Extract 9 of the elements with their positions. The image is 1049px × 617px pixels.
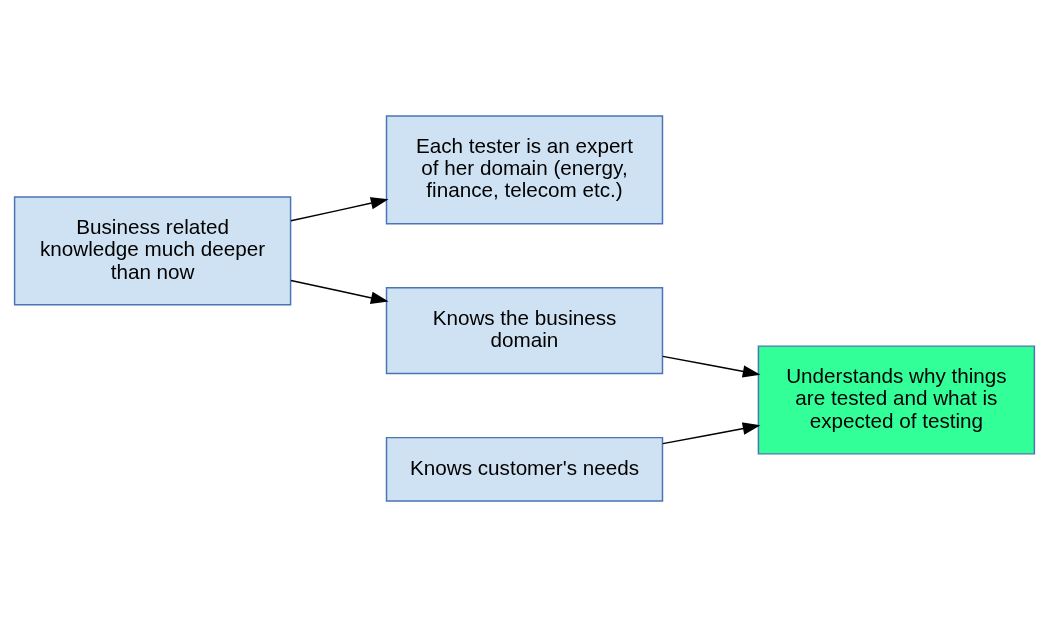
arrow [290, 197, 389, 222]
node-box: Each tester is an expert of her domain (energy, finance, telecom etc.) [385, 115, 664, 225]
arrow [662, 422, 761, 445]
node-box: Understands why things are tested and what is expected of testing [757, 345, 1036, 455]
arrow [290, 279, 389, 304]
arrow [662, 355, 761, 378]
node-box: Knows customer's needs [385, 436, 664, 502]
node-box: Business related knowledge much deeper than now [13, 196, 292, 306]
node-box: Knows the business domain [385, 287, 664, 375]
